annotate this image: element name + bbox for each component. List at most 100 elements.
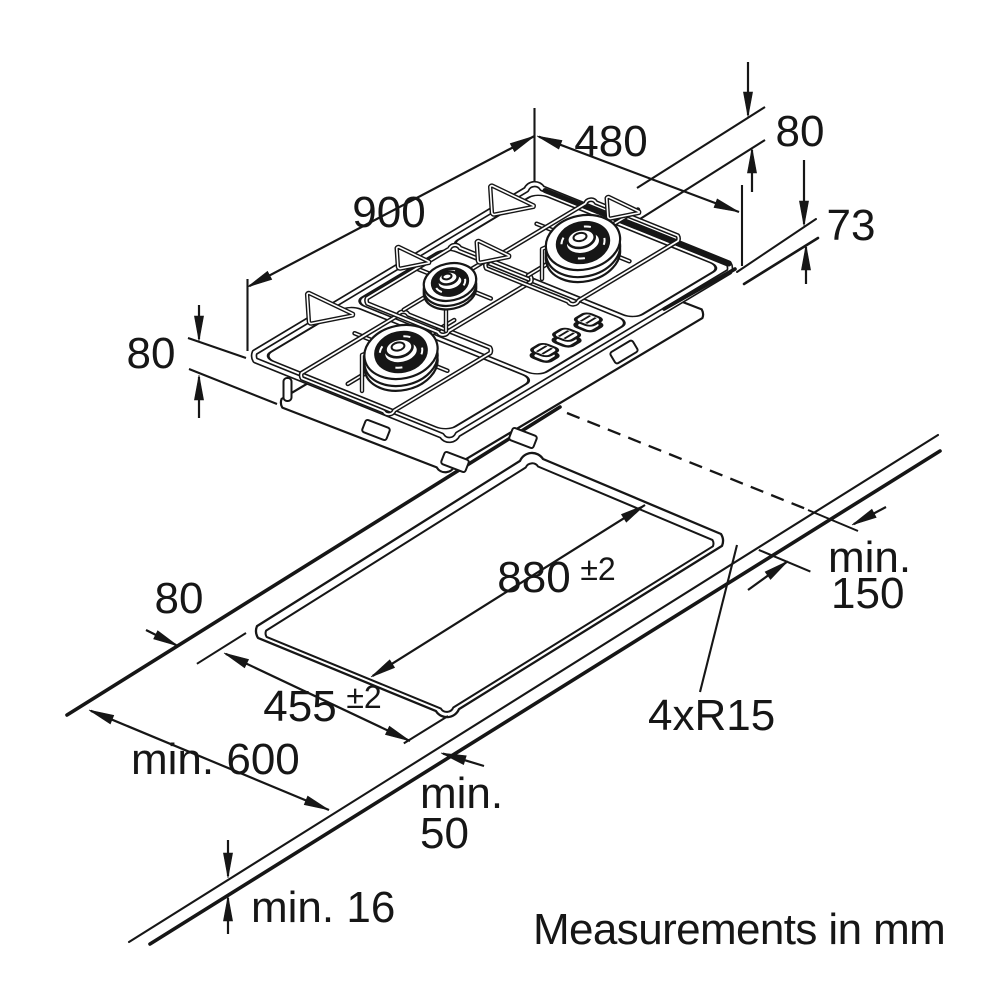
support-foot-4-core bbox=[489, 184, 535, 216]
hob-zone-panel-3 bbox=[453, 194, 718, 318]
dim-min150-arrow2-head bbox=[764, 560, 789, 580]
dim-900-arrow-right-head bbox=[509, 135, 535, 153]
dim-73-arrow-down-head bbox=[799, 200, 809, 227]
dim-min600-arrow-left-head bbox=[88, 709, 115, 725]
dim-880-label: 880 bbox=[497, 553, 570, 602]
cutout-inner-edge bbox=[264, 462, 715, 713]
dim-900-arrow-left-head bbox=[247, 270, 273, 288]
cutout-outer-edge bbox=[254, 451, 725, 719]
dim-80l-ref-top bbox=[187, 337, 247, 359]
support-foot-2-core bbox=[395, 246, 430, 270]
dimensions: 900 480 80 73 80 880 ±2 455 ±2 80 min. 1… bbox=[88, 62, 946, 954]
cutout-frontright-ext-line bbox=[403, 715, 449, 745]
burner-3 bbox=[544, 213, 622, 284]
hob-base-ext-line bbox=[736, 218, 817, 273]
dim-80r-ref-top bbox=[636, 106, 766, 189]
dim-880-arrow-right-head bbox=[620, 504, 646, 523]
cutout-rearleft-ext-line bbox=[196, 632, 247, 665]
hob-mount-tab bbox=[508, 426, 538, 450]
dim-73-arrow-up-head bbox=[801, 244, 811, 271]
dim-min16-arrow-down-head bbox=[223, 852, 233, 879]
dim-min16-label: min. 16 bbox=[251, 883, 395, 932]
dim-80l-ref-bottom bbox=[188, 368, 278, 405]
dim-80r-ref-bottom bbox=[639, 139, 766, 220]
dim-455-tol: ±2 bbox=[346, 679, 381, 715]
pan-support-1-frame-core bbox=[300, 310, 492, 416]
dim-80r-arrow-down-head bbox=[743, 91, 753, 118]
dim-900-arrow-left-shaft bbox=[248, 135, 536, 288]
burner-3-center bbox=[572, 231, 588, 243]
control-knob-3-groove bbox=[585, 317, 597, 324]
worktop-front-bottom-edge bbox=[148, 449, 942, 946]
hidden-edge bbox=[566, 411, 859, 532]
dim-80r-label: 80 bbox=[776, 107, 825, 156]
dim-73-label: 73 bbox=[827, 201, 876, 250]
control-knob-1-groove bbox=[541, 347, 553, 355]
dim-r15-leader bbox=[698, 544, 739, 693]
dim-880-tol: ±2 bbox=[580, 551, 615, 587]
hob-zone-panel-2 bbox=[358, 249, 626, 375]
control-knob-2-top bbox=[552, 327, 582, 342]
worktop bbox=[65, 218, 942, 946]
burner-2-center bbox=[441, 272, 453, 281]
dim-880-arrow-left-shaft bbox=[372, 504, 646, 677]
dim-80l-label: 80 bbox=[127, 329, 176, 378]
control-knob-2-groove bbox=[557, 330, 570, 337]
dim-min600-arrow-left-shaft bbox=[90, 709, 330, 812]
hob-mount-tab bbox=[440, 450, 470, 474]
dim-min16-arrow-up-head bbox=[223, 895, 233, 922]
dim-min150-label1: min. bbox=[828, 533, 911, 582]
dim-80r-arrow-up-head bbox=[747, 147, 757, 174]
dim-900-label: 900 bbox=[352, 188, 425, 237]
burner-2-ring-ticks bbox=[433, 270, 467, 294]
hob-gas-pin bbox=[282, 377, 293, 402]
hob-rim-thick-edge bbox=[542, 188, 732, 267]
dim-r15-label: 4xR15 bbox=[648, 691, 775, 740]
support-foot-1-core bbox=[306, 292, 354, 325]
dim-min50-label1: min. bbox=[420, 769, 503, 818]
support-foot-5-core bbox=[605, 196, 640, 220]
dim-80w-label: 80 bbox=[155, 574, 204, 623]
control-knob-1 bbox=[529, 342, 560, 363]
dim-880-arrow-left-head bbox=[370, 659, 396, 678]
dim-min150-arrow1-head bbox=[851, 508, 877, 526]
dim-min600-arrow-right-head bbox=[303, 795, 330, 811]
cutout-rearright-ext-line bbox=[758, 548, 811, 573]
hob-zone-panel-1 bbox=[266, 306, 531, 430]
control-knob-2-groove bbox=[563, 332, 575, 340]
burner-2 bbox=[422, 261, 478, 311]
burner-1-ring-ticks bbox=[378, 335, 424, 369]
support-foot-3-core bbox=[475, 240, 510, 264]
control-knob-3 bbox=[573, 312, 604, 333]
cutout bbox=[196, 451, 811, 745]
hob-mount-tab bbox=[609, 339, 639, 365]
dim-480-arrow-right-head bbox=[713, 198, 740, 213]
dim-480-arrow-left-head bbox=[536, 135, 563, 150]
burner-3-ring-ticks bbox=[560, 225, 606, 260]
dim-80l-arrow-up-head bbox=[194, 374, 204, 401]
units-note: Measurements in mm bbox=[533, 905, 945, 954]
worktop-front-top-edge bbox=[127, 433, 940, 944]
dim-min50-label2: 50 bbox=[420, 809, 469, 858]
control-knob-1-top bbox=[530, 342, 560, 358]
hob-surface-zones bbox=[266, 194, 718, 430]
dim-455-arrow-right-head bbox=[384, 725, 411, 742]
dim-80w-arrow-head bbox=[153, 630, 179, 647]
hob bbox=[250, 180, 737, 474]
control-knob-3-groove bbox=[579, 315, 592, 322]
dim-min600-label: min. 600 bbox=[131, 735, 300, 784]
dim-min50-arrow-head bbox=[440, 752, 467, 766]
worktop-rear-edge bbox=[65, 405, 562, 717]
hidden-rear-edge-ext bbox=[807, 509, 859, 532]
dim-455-arrow-left-head bbox=[223, 652, 250, 669]
hob-mount-tab bbox=[361, 418, 391, 442]
control-knob-1-groove bbox=[535, 345, 548, 353]
dim-min150-label2: 150 bbox=[831, 569, 904, 618]
dim-455-arrow-left-shaft bbox=[225, 652, 411, 742]
dim-480-arrow-left-shaft bbox=[538, 135, 740, 214]
control-knob-2 bbox=[551, 327, 582, 348]
burner-1-center bbox=[390, 341, 406, 352]
dim-480-label: 480 bbox=[574, 117, 647, 166]
